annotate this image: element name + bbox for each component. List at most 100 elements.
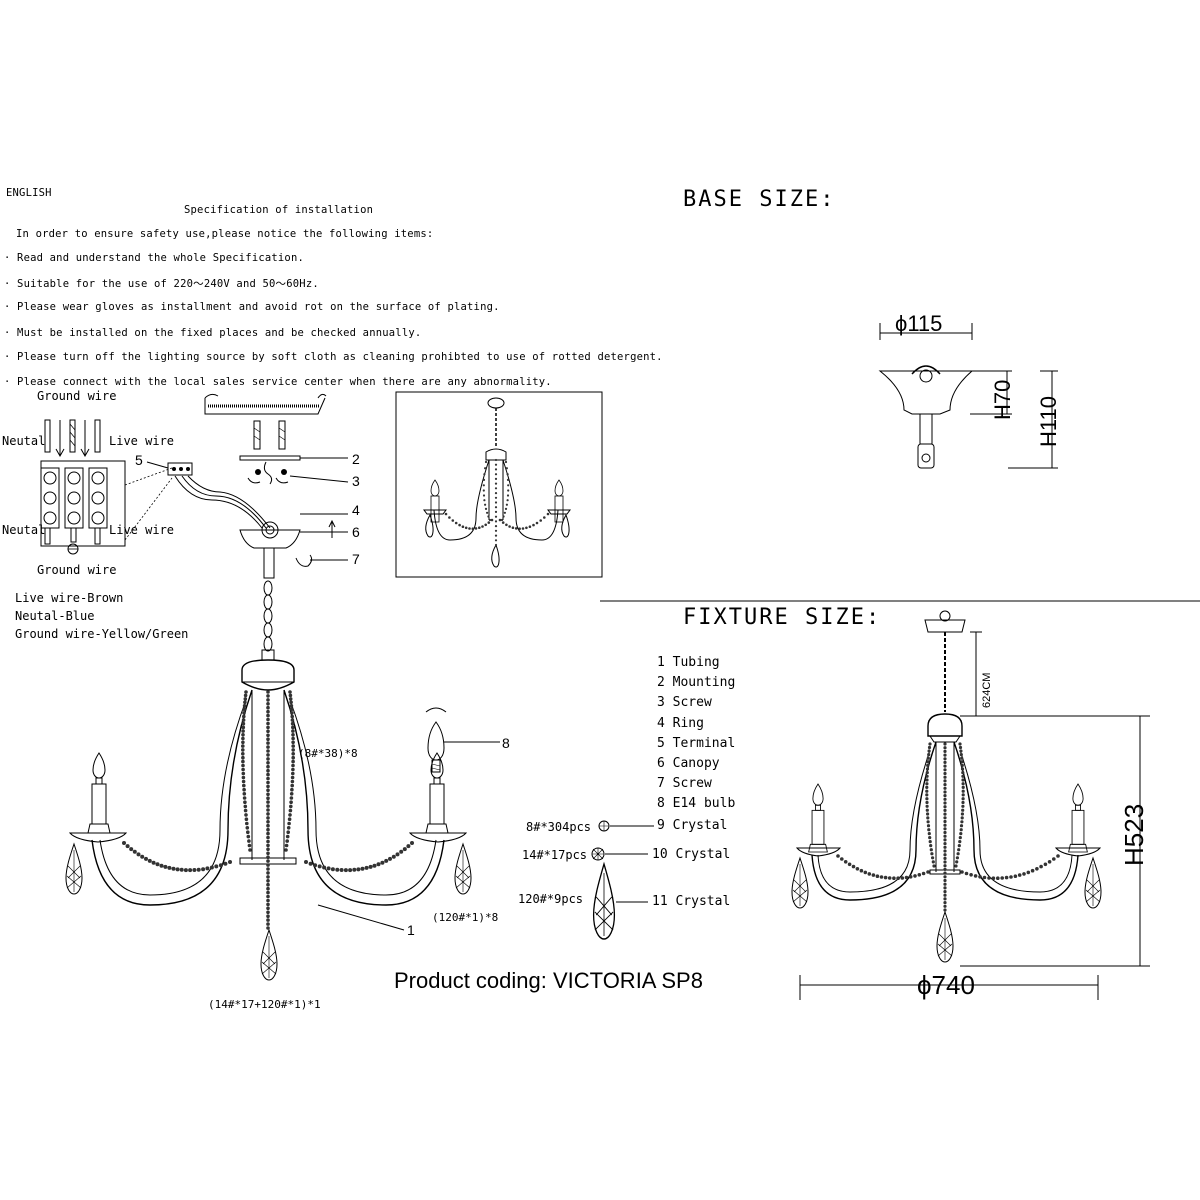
bead <box>943 864 947 868</box>
spec-item-6: · Please connect with the local sales se… <box>4 376 552 388</box>
bead <box>494 520 498 523</box>
bead <box>218 863 223 868</box>
bead <box>266 871 270 875</box>
bead <box>384 858 389 863</box>
bead <box>494 525 498 528</box>
bead <box>266 761 270 765</box>
bead <box>241 767 245 772</box>
bead <box>943 882 947 886</box>
bead <box>943 827 947 831</box>
part-mounting: 2 Mounting <box>657 675 736 691</box>
bead <box>943 768 947 772</box>
bead <box>863 870 868 875</box>
bead <box>388 856 392 861</box>
bead <box>506 499 509 502</box>
bead <box>348 868 353 873</box>
neutral-bottom-label: Neutal <box>2 523 46 537</box>
bead <box>955 860 959 864</box>
ground-wire-bottom-label: Ground wire <box>37 563 117 577</box>
live-top-label: Live wire <box>109 434 175 448</box>
bead <box>284 848 288 852</box>
bead <box>943 860 947 864</box>
bead <box>288 693 293 698</box>
bead <box>289 704 294 708</box>
bead <box>501 521 505 524</box>
bead <box>243 700 247 705</box>
bead <box>266 827 270 832</box>
bead <box>266 812 270 816</box>
bead <box>505 523 508 527</box>
bead <box>266 717 270 722</box>
bead <box>960 767 965 771</box>
bead <box>925 778 929 782</box>
bead <box>1030 868 1035 873</box>
bead <box>247 839 251 843</box>
bead <box>243 800 247 804</box>
bead <box>266 729 270 734</box>
bead <box>528 525 532 528</box>
bead <box>943 875 947 879</box>
bead <box>183 868 188 873</box>
bead <box>395 852 400 857</box>
bead <box>339 868 344 872</box>
bead <box>507 484 510 487</box>
bead <box>961 785 965 790</box>
bead <box>943 830 947 835</box>
bead <box>266 898 270 903</box>
bead <box>155 862 160 867</box>
bead <box>978 875 982 879</box>
bead <box>928 840 932 844</box>
bead <box>266 725 270 730</box>
part-terminal: 5 Terminal <box>657 735 736 751</box>
bead <box>266 764 270 769</box>
bead <box>201 867 206 872</box>
bead <box>356 867 361 872</box>
callout-5: 5 <box>135 452 143 468</box>
bead <box>288 697 293 701</box>
bead <box>288 808 293 813</box>
bead <box>925 767 930 771</box>
bead <box>921 871 926 876</box>
bead <box>494 468 498 471</box>
bead <box>943 867 947 872</box>
crystal-parts-icons <box>591 820 654 940</box>
bead <box>241 736 245 741</box>
bead <box>448 516 451 519</box>
bead <box>505 467 508 470</box>
callout-8: 8 <box>502 735 510 751</box>
bead <box>506 473 509 476</box>
bead <box>961 808 965 812</box>
bead <box>961 797 965 801</box>
bead <box>494 529 498 532</box>
bead <box>247 843 252 848</box>
bead-garlands <box>122 690 414 930</box>
bead <box>266 804 270 808</box>
bead <box>847 862 852 867</box>
bead <box>291 752 296 756</box>
bead <box>171 866 176 871</box>
bead <box>930 852 934 856</box>
bead <box>925 800 929 805</box>
bead <box>266 894 270 899</box>
base-size-drawing <box>878 323 1058 469</box>
bead <box>464 526 468 530</box>
bead <box>943 845 947 849</box>
crystal-10-label: 10 Crystal <box>652 847 731 862</box>
bead <box>175 867 180 872</box>
part-bulb: 8 E14 bulb <box>657 796 736 812</box>
bead <box>928 836 932 840</box>
bead <box>482 494 486 497</box>
bead <box>943 853 947 857</box>
bead <box>840 857 844 861</box>
bead <box>960 820 964 824</box>
bead <box>913 874 917 878</box>
bead <box>399 849 404 854</box>
bead <box>376 862 381 867</box>
bead <box>490 518 494 522</box>
bead <box>961 782 965 786</box>
bead <box>943 897 947 901</box>
bead <box>266 698 270 702</box>
bead <box>289 700 293 705</box>
bead <box>290 775 295 780</box>
bead <box>900 876 905 880</box>
